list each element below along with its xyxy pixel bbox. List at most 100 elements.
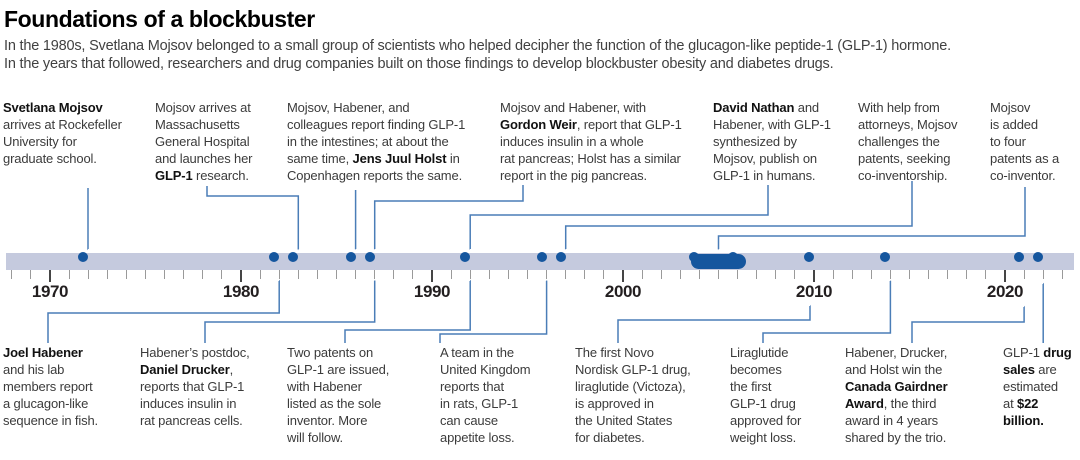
- year-tick: [183, 270, 185, 279]
- year-tick: [316, 270, 318, 279]
- annotation-text-bold: Jens Juul Holst: [352, 151, 447, 166]
- intro-line-1: In the 1980s, Svetlana Mojsov belonged t…: [4, 38, 951, 54]
- year-tick: [527, 270, 528, 279]
- annotation-text: and Habener, with GLP-1 synthesized by M…: [713, 100, 831, 183]
- annotation-connector: [344, 281, 470, 343]
- year-tick: [488, 270, 490, 279]
- decade-tick: [1004, 270, 1006, 282]
- annotation-text-bold: $22: [1017, 396, 1039, 411]
- year-tick: [909, 270, 910, 279]
- annotation-text: With help from attorneys, Mojsov challen…: [858, 100, 958, 183]
- year-tick: [679, 270, 681, 279]
- timeline-event-marker: [78, 251, 89, 262]
- year-tick: [87, 270, 89, 279]
- year-tick: [928, 270, 930, 279]
- year-tick: [985, 270, 987, 279]
- annotation-connector: [566, 181, 913, 249]
- year-tick: [1061, 270, 1063, 279]
- timeline-annotation-top: With help from attorneys, Mojsov challen…: [858, 99, 973, 184]
- year-tick: [355, 270, 357, 279]
- annotation-text: research.: [192, 168, 249, 183]
- year-tick: [947, 270, 949, 279]
- timeline-annotation-bottom: Liraglutide becomes the first GLP-1 drug…: [730, 344, 835, 446]
- annotation-text: Mojsov and Habener, with: [500, 100, 646, 115]
- annotation-text-bold: Canada Gairdner: [845, 379, 948, 394]
- annotation-text: Two patents on GLP-1 are issued, with Ha…: [287, 345, 390, 445]
- annotation-connector: [911, 307, 1024, 343]
- annotation-text: are estimated at: [1003, 362, 1059, 411]
- year-tick: [794, 270, 796, 279]
- timeline-event-marker: [536, 251, 547, 262]
- decade-label: 1990: [413, 282, 451, 301]
- year-tick: [202, 270, 204, 279]
- decade-tick: [813, 270, 815, 282]
- year-tick: [966, 270, 968, 279]
- year-tick: [412, 270, 414, 279]
- year-tick: [698, 270, 700, 279]
- year-tick: [870, 270, 872, 279]
- decade-label: 2010: [795, 282, 833, 301]
- timeline-event-marker: [345, 251, 356, 262]
- year-tick: [106, 270, 108, 279]
- timeline-event-marker: [727, 251, 738, 262]
- year-tick: [297, 270, 299, 279]
- year-tick: [507, 270, 509, 279]
- year-tick: [546, 270, 548, 279]
- year-tick: [584, 270, 586, 279]
- decade-tick: [49, 270, 51, 282]
- timeline-event-marker: [804, 251, 814, 262]
- annotation-text: Habener, Drucker, and Holst win the: [845, 345, 948, 377]
- annotation-text: in Copenhagen reports the same.: [287, 151, 463, 183]
- year-tick: [393, 270, 395, 279]
- annotation-text-bold: billion.: [1003, 413, 1044, 428]
- timeline-annotation-top: David Nathan and Habener, with GLP-1 syn…: [713, 99, 853, 184]
- year-tick: [11, 270, 13, 279]
- annotation-text: , the third award in 4 years shared by t…: [845, 396, 947, 445]
- year-tick: [125, 270, 127, 279]
- timeline-annotation-bottom: Habener, Drucker, and Holst win the Cana…: [845, 344, 995, 446]
- intro-line-2: In the years that followed, researchers …: [4, 56, 834, 72]
- annotation-connector: [617, 306, 810, 343]
- annotation-connector: [719, 187, 1026, 249]
- annotation-text-bold: Joel Habener: [3, 345, 83, 360]
- annotation-text: , reports that GLP-1 induces insulin in …: [140, 362, 245, 428]
- decade-label: 2020: [986, 282, 1024, 301]
- year-tick: [851, 270, 853, 279]
- decade-label: 2000: [604, 282, 642, 301]
- annotation-text: Habener’s postdoc,: [140, 345, 250, 360]
- decade-tick: [622, 270, 624, 282]
- year-tick: [164, 270, 166, 279]
- year-tick: [641, 270, 643, 279]
- timeline-event-marker: [1033, 251, 1044, 262]
- timeline-annotation-top: Mojsov and Habener, with Gordon Weir, re…: [500, 99, 695, 184]
- annotation-text-bold: David Nathan: [713, 100, 795, 115]
- annotation-connector: [206, 186, 300, 249]
- year-tick: [68, 270, 70, 279]
- annotation-text: The first Novo Nordisk GLP-1 drug, lirag…: [575, 345, 691, 445]
- year-tick: [259, 270, 261, 279]
- annotation-text-bold: GLP-1: [155, 168, 193, 183]
- timeline-event-marker: [460, 251, 471, 262]
- decade-tick: [431, 270, 433, 282]
- annotation-connector: [439, 281, 547, 343]
- annotation-connector: [470, 185, 769, 249]
- year-tick: [450, 270, 452, 279]
- year-tick: [145, 270, 146, 279]
- year-tick: [832, 270, 834, 279]
- annotation-text-bold: Gordon Weir: [500, 117, 577, 132]
- annotation-text: , report that GLP-1 induces insulin in a…: [500, 117, 682, 183]
- annotation-text: Liraglutide becomes the first GLP-1 drug…: [730, 345, 802, 445]
- year-tick: [30, 270, 32, 279]
- timeline-event-marker: [364, 251, 375, 262]
- annotation-text: arrives at Rockefeller University for gr…: [3, 117, 122, 166]
- decade-label: 1970: [31, 282, 69, 301]
- annotation-text-bold: Daniel Drucker: [140, 362, 230, 377]
- year-tick: [469, 270, 471, 279]
- annotation-connector: [375, 185, 524, 249]
- timeline-event-marker: [269, 251, 280, 262]
- year-tick: [1023, 270, 1025, 279]
- year-tick: [603, 270, 605, 279]
- decade-label: 1980: [222, 282, 260, 301]
- year-tick: [775, 270, 777, 279]
- timeline-annotation-bottom: Habener’s postdoc, Daniel Drucker, repor…: [140, 344, 280, 429]
